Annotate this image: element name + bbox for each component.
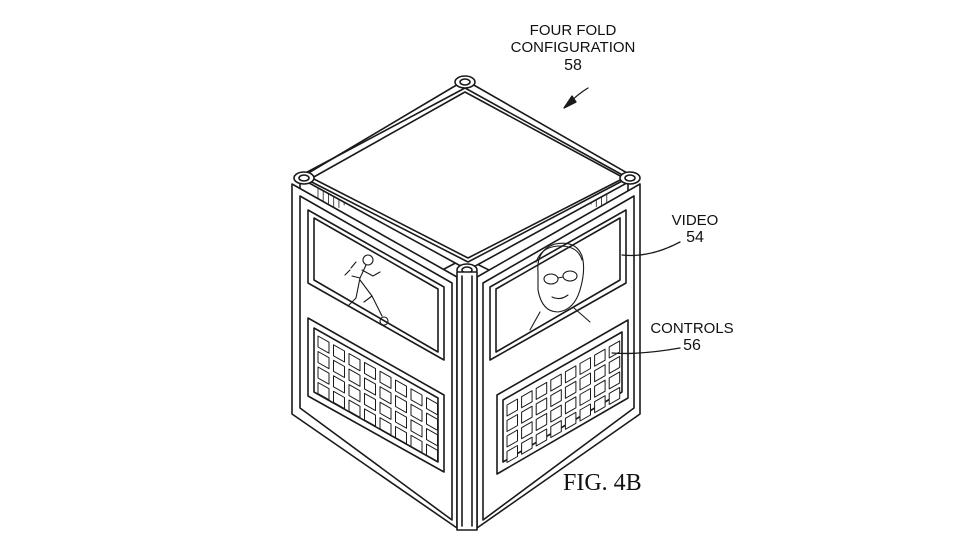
key xyxy=(395,410,407,429)
key xyxy=(521,390,533,409)
key xyxy=(521,421,533,440)
key xyxy=(395,426,407,445)
key xyxy=(535,428,548,447)
video-ref-number: 54 xyxy=(686,229,704,247)
key xyxy=(317,366,330,385)
key xyxy=(333,359,345,378)
hinge-cap-left xyxy=(293,171,315,185)
key xyxy=(579,403,591,422)
configuration-label-line2: CONFIGURATION xyxy=(510,39,636,57)
left-keypad xyxy=(307,317,445,473)
video-label: VIDEO 54 xyxy=(660,212,730,248)
face-figure xyxy=(529,242,591,331)
hinge-cap-top xyxy=(454,75,476,89)
key xyxy=(410,434,423,453)
key xyxy=(564,411,577,430)
controls-label: CONTROLS 56 xyxy=(646,320,738,356)
hinge-cap-right xyxy=(619,171,641,185)
key xyxy=(564,396,577,415)
key xyxy=(379,386,392,405)
key xyxy=(348,368,361,387)
left-panel xyxy=(291,183,458,529)
key xyxy=(594,364,606,383)
key xyxy=(395,395,407,414)
configuration-arrowhead xyxy=(563,95,577,109)
key xyxy=(364,392,376,412)
key xyxy=(521,436,533,455)
key xyxy=(579,372,591,391)
key xyxy=(426,397,438,416)
controls-ref-number: 56 xyxy=(683,337,701,355)
configuration-ref-number: 58 xyxy=(564,56,582,74)
key xyxy=(333,344,345,363)
video-label-text: VIDEO xyxy=(671,212,719,229)
key xyxy=(348,384,361,403)
key xyxy=(410,403,423,422)
key xyxy=(317,335,330,354)
right-keypad xyxy=(496,319,629,475)
key xyxy=(506,414,518,432)
key xyxy=(410,419,423,438)
figure-caption: FIG. 4B xyxy=(563,470,642,496)
key xyxy=(608,355,621,374)
key xyxy=(535,412,548,431)
hinge-caps xyxy=(293,75,641,277)
right-screen xyxy=(489,209,627,361)
controls-leader xyxy=(611,347,681,355)
key xyxy=(333,375,345,394)
left-keypad-keys xyxy=(317,335,438,462)
key xyxy=(426,428,438,447)
key xyxy=(506,429,518,448)
key xyxy=(364,377,376,396)
key xyxy=(410,388,423,407)
key xyxy=(426,443,438,462)
key xyxy=(535,397,548,416)
key xyxy=(608,386,621,405)
leader-lines xyxy=(563,87,681,355)
key xyxy=(564,380,577,399)
configuration-label: FOUR FOLD CONFIGURATION 58 xyxy=(508,22,638,75)
key xyxy=(579,388,591,406)
key xyxy=(426,412,438,431)
key xyxy=(364,361,376,381)
key xyxy=(550,389,562,408)
key xyxy=(379,370,392,389)
key xyxy=(348,353,361,372)
right-panel xyxy=(476,183,641,529)
key xyxy=(535,381,548,400)
key xyxy=(506,398,518,417)
key xyxy=(379,417,392,436)
key xyxy=(364,408,376,427)
front-hinge-column xyxy=(456,271,478,531)
key xyxy=(317,351,330,370)
key xyxy=(521,405,533,424)
key xyxy=(594,395,606,414)
key xyxy=(564,365,577,384)
key xyxy=(348,399,361,418)
key xyxy=(506,445,518,463)
video-leader xyxy=(621,241,681,257)
key xyxy=(550,373,562,392)
key xyxy=(379,401,392,420)
configuration-label-line1: FOUR FOLD xyxy=(529,22,617,39)
left-screen xyxy=(307,209,445,361)
key xyxy=(395,379,407,398)
key xyxy=(550,420,562,439)
key xyxy=(608,340,621,359)
key xyxy=(608,371,621,390)
key xyxy=(579,357,591,375)
key xyxy=(594,379,606,398)
key xyxy=(594,348,606,367)
right-keypad-keys xyxy=(506,340,621,463)
soccer-player-figure xyxy=(344,254,389,326)
key xyxy=(317,382,330,401)
key xyxy=(333,390,345,409)
controls-label-text: CONTROLS xyxy=(650,320,734,337)
key xyxy=(550,404,562,423)
